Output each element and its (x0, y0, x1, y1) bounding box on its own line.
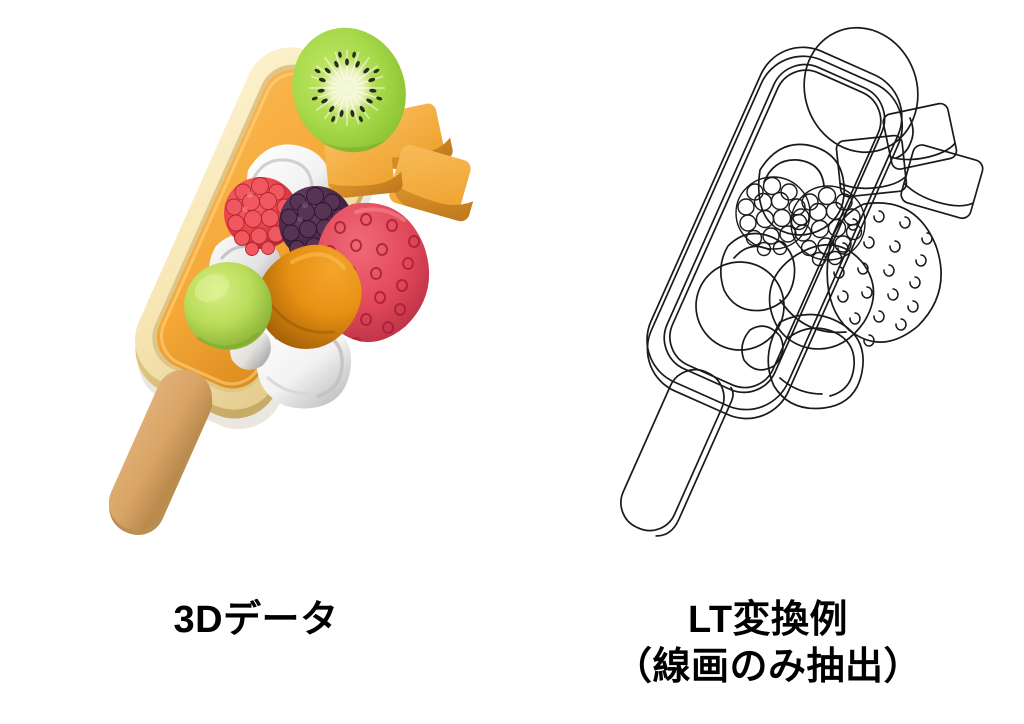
popsicle-stick (108, 369, 213, 535)
line-whipped-cream (719, 143, 864, 410)
ice-cream-bar-line-art (512, 0, 1024, 590)
mango-slice (257, 244, 362, 349)
line-bar-toppings (695, 26, 984, 410)
panel-lt-conversion: LT変換例 （線画のみ抽出） (512, 0, 1024, 724)
caption-3d-line1: 3Dデータ (173, 599, 339, 641)
line-kiwi-slice (803, 26, 919, 159)
line-popsicle-stick (620, 368, 734, 537)
line-raspberry (735, 176, 811, 257)
line-mango-slice (768, 243, 875, 350)
caption-lt-conversion: LT変換例 （線画のみ抽出） (512, 598, 1024, 690)
line-mango-cubes (835, 102, 984, 220)
caption-lt-line1: LT変換例 (687, 599, 849, 641)
caption-3d-data: 3Dデータ (0, 598, 512, 643)
raspberry (224, 177, 298, 256)
line-melon-ball (695, 261, 785, 351)
line-blackberry (790, 185, 866, 267)
bar-toppings (184, 27, 474, 409)
ice-cream-bar-3d-render (0, 0, 512, 590)
melon-ball (184, 262, 272, 350)
panel-3d-data: 3Dデータ (0, 0, 512, 643)
line-strawberry (826, 202, 942, 347)
caption-lt-line2: （線画のみ抽出） (613, 645, 922, 688)
